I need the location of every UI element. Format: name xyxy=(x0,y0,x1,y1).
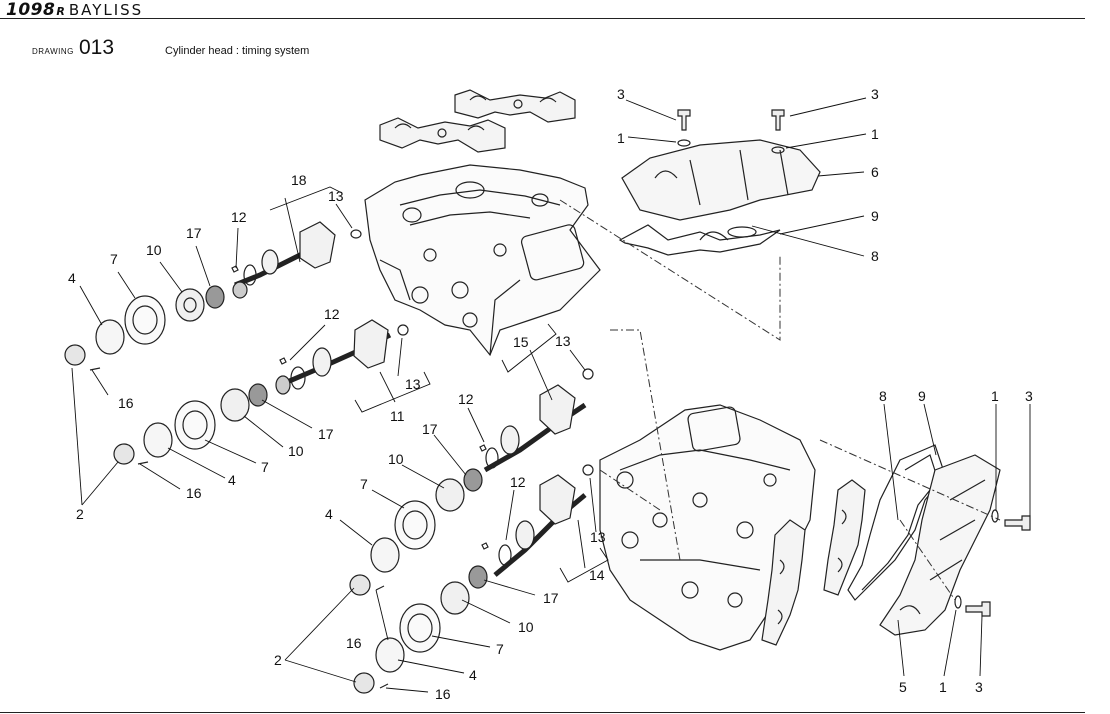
callout-1: 1 xyxy=(939,679,947,695)
cam-cap-lower-right xyxy=(823,479,866,596)
callout-5: 5 xyxy=(899,679,907,695)
callout-4: 4 xyxy=(469,667,477,683)
callout-13: 13 xyxy=(590,529,606,545)
callout-10: 10 xyxy=(146,242,162,258)
callout-4: 4 xyxy=(228,472,236,488)
callout-1: 1 xyxy=(991,388,999,404)
brand-model-suffix: R xyxy=(56,5,65,18)
callout-16: 16 xyxy=(346,635,362,651)
cam-cap-upper-right xyxy=(454,89,576,123)
cylinder-head-lower xyxy=(599,404,816,651)
cam-cap-lower-left xyxy=(761,519,806,646)
footer-rule xyxy=(0,712,1085,713)
lower-top-gear-set xyxy=(349,468,483,596)
middle-gear-set xyxy=(113,383,268,465)
cylinder-head-upper xyxy=(364,164,601,357)
callout-1: 1 xyxy=(871,126,879,142)
callout-4: 4 xyxy=(325,506,333,522)
cam-cap-upper-left xyxy=(379,117,506,153)
callout-8: 8 xyxy=(871,248,879,264)
callout-7: 7 xyxy=(261,459,269,475)
callout-15: 15 xyxy=(513,334,529,350)
assembly-lines xyxy=(559,199,1001,601)
callout-16: 16 xyxy=(186,485,202,501)
callout-labels: 18 13 12 17 10 7 4 16 12 13 11 17 10 7 4… xyxy=(68,86,1033,702)
drawing-label: DRAWING xyxy=(32,47,74,56)
bolt-upper-right xyxy=(771,109,785,154)
callout-12: 12 xyxy=(231,209,247,225)
callout-7: 7 xyxy=(360,476,368,492)
callout-7: 7 xyxy=(110,251,118,267)
camshaft-upper xyxy=(232,221,362,299)
callout-13: 13 xyxy=(555,333,571,349)
upper-gear-set xyxy=(64,265,239,371)
callout-3: 3 xyxy=(617,86,625,102)
brand-name: BAYLISS xyxy=(68,1,144,19)
callout-3: 3 xyxy=(1025,388,1033,404)
callout-8: 8 xyxy=(879,388,887,404)
callout-11: 11 xyxy=(390,408,405,424)
callout-16: 16 xyxy=(435,686,451,702)
camshaft-lower-top xyxy=(479,368,594,473)
callout-14: 14 xyxy=(589,567,605,583)
camshaft-middle xyxy=(275,319,409,395)
callout-13: 13 xyxy=(328,188,344,204)
brand-model: 1098 xyxy=(6,0,56,20)
header-rule xyxy=(0,18,1085,19)
callout-6: 6 xyxy=(871,164,879,180)
callout-7: 7 xyxy=(496,641,504,657)
callout-18: 18 xyxy=(291,172,307,188)
callout-1: 1 xyxy=(617,130,625,146)
brand-logo: 1098 R BAYLISS xyxy=(6,0,144,20)
callout-9: 9 xyxy=(918,388,926,404)
camshaft-lower-bottom xyxy=(481,464,594,577)
callout-12: 12 xyxy=(458,391,474,407)
callout-17: 17 xyxy=(318,426,334,442)
leader-lines xyxy=(71,97,1031,693)
callout-4: 4 xyxy=(68,270,76,286)
callout-10: 10 xyxy=(288,443,304,459)
bolt-upper-left xyxy=(677,109,691,147)
callout-17: 17 xyxy=(422,421,438,437)
bolts-lower xyxy=(954,509,1031,617)
callout-16: 16 xyxy=(118,395,134,411)
valve-cover-lower xyxy=(879,454,1001,636)
lower-bottom-gear-set xyxy=(353,565,488,694)
drawing-number: 013 xyxy=(79,36,115,59)
callout-2: 2 xyxy=(76,506,84,522)
callout-13: 13 xyxy=(405,376,421,392)
callout-10: 10 xyxy=(518,619,534,635)
callout-12: 12 xyxy=(510,474,526,490)
valve-cover-upper xyxy=(618,139,821,256)
parts-artwork xyxy=(64,89,1031,694)
drawing-title: Cylinder head : timing system xyxy=(165,45,310,57)
callout-3: 3 xyxy=(975,679,983,695)
callout-17: 17 xyxy=(186,225,202,241)
callout-12: 12 xyxy=(324,306,340,322)
callout-17: 17 xyxy=(543,590,559,606)
callout-10: 10 xyxy=(388,451,404,467)
callout-3: 3 xyxy=(871,86,879,102)
callout-2: 2 xyxy=(274,652,282,668)
callout-9: 9 xyxy=(871,208,879,224)
